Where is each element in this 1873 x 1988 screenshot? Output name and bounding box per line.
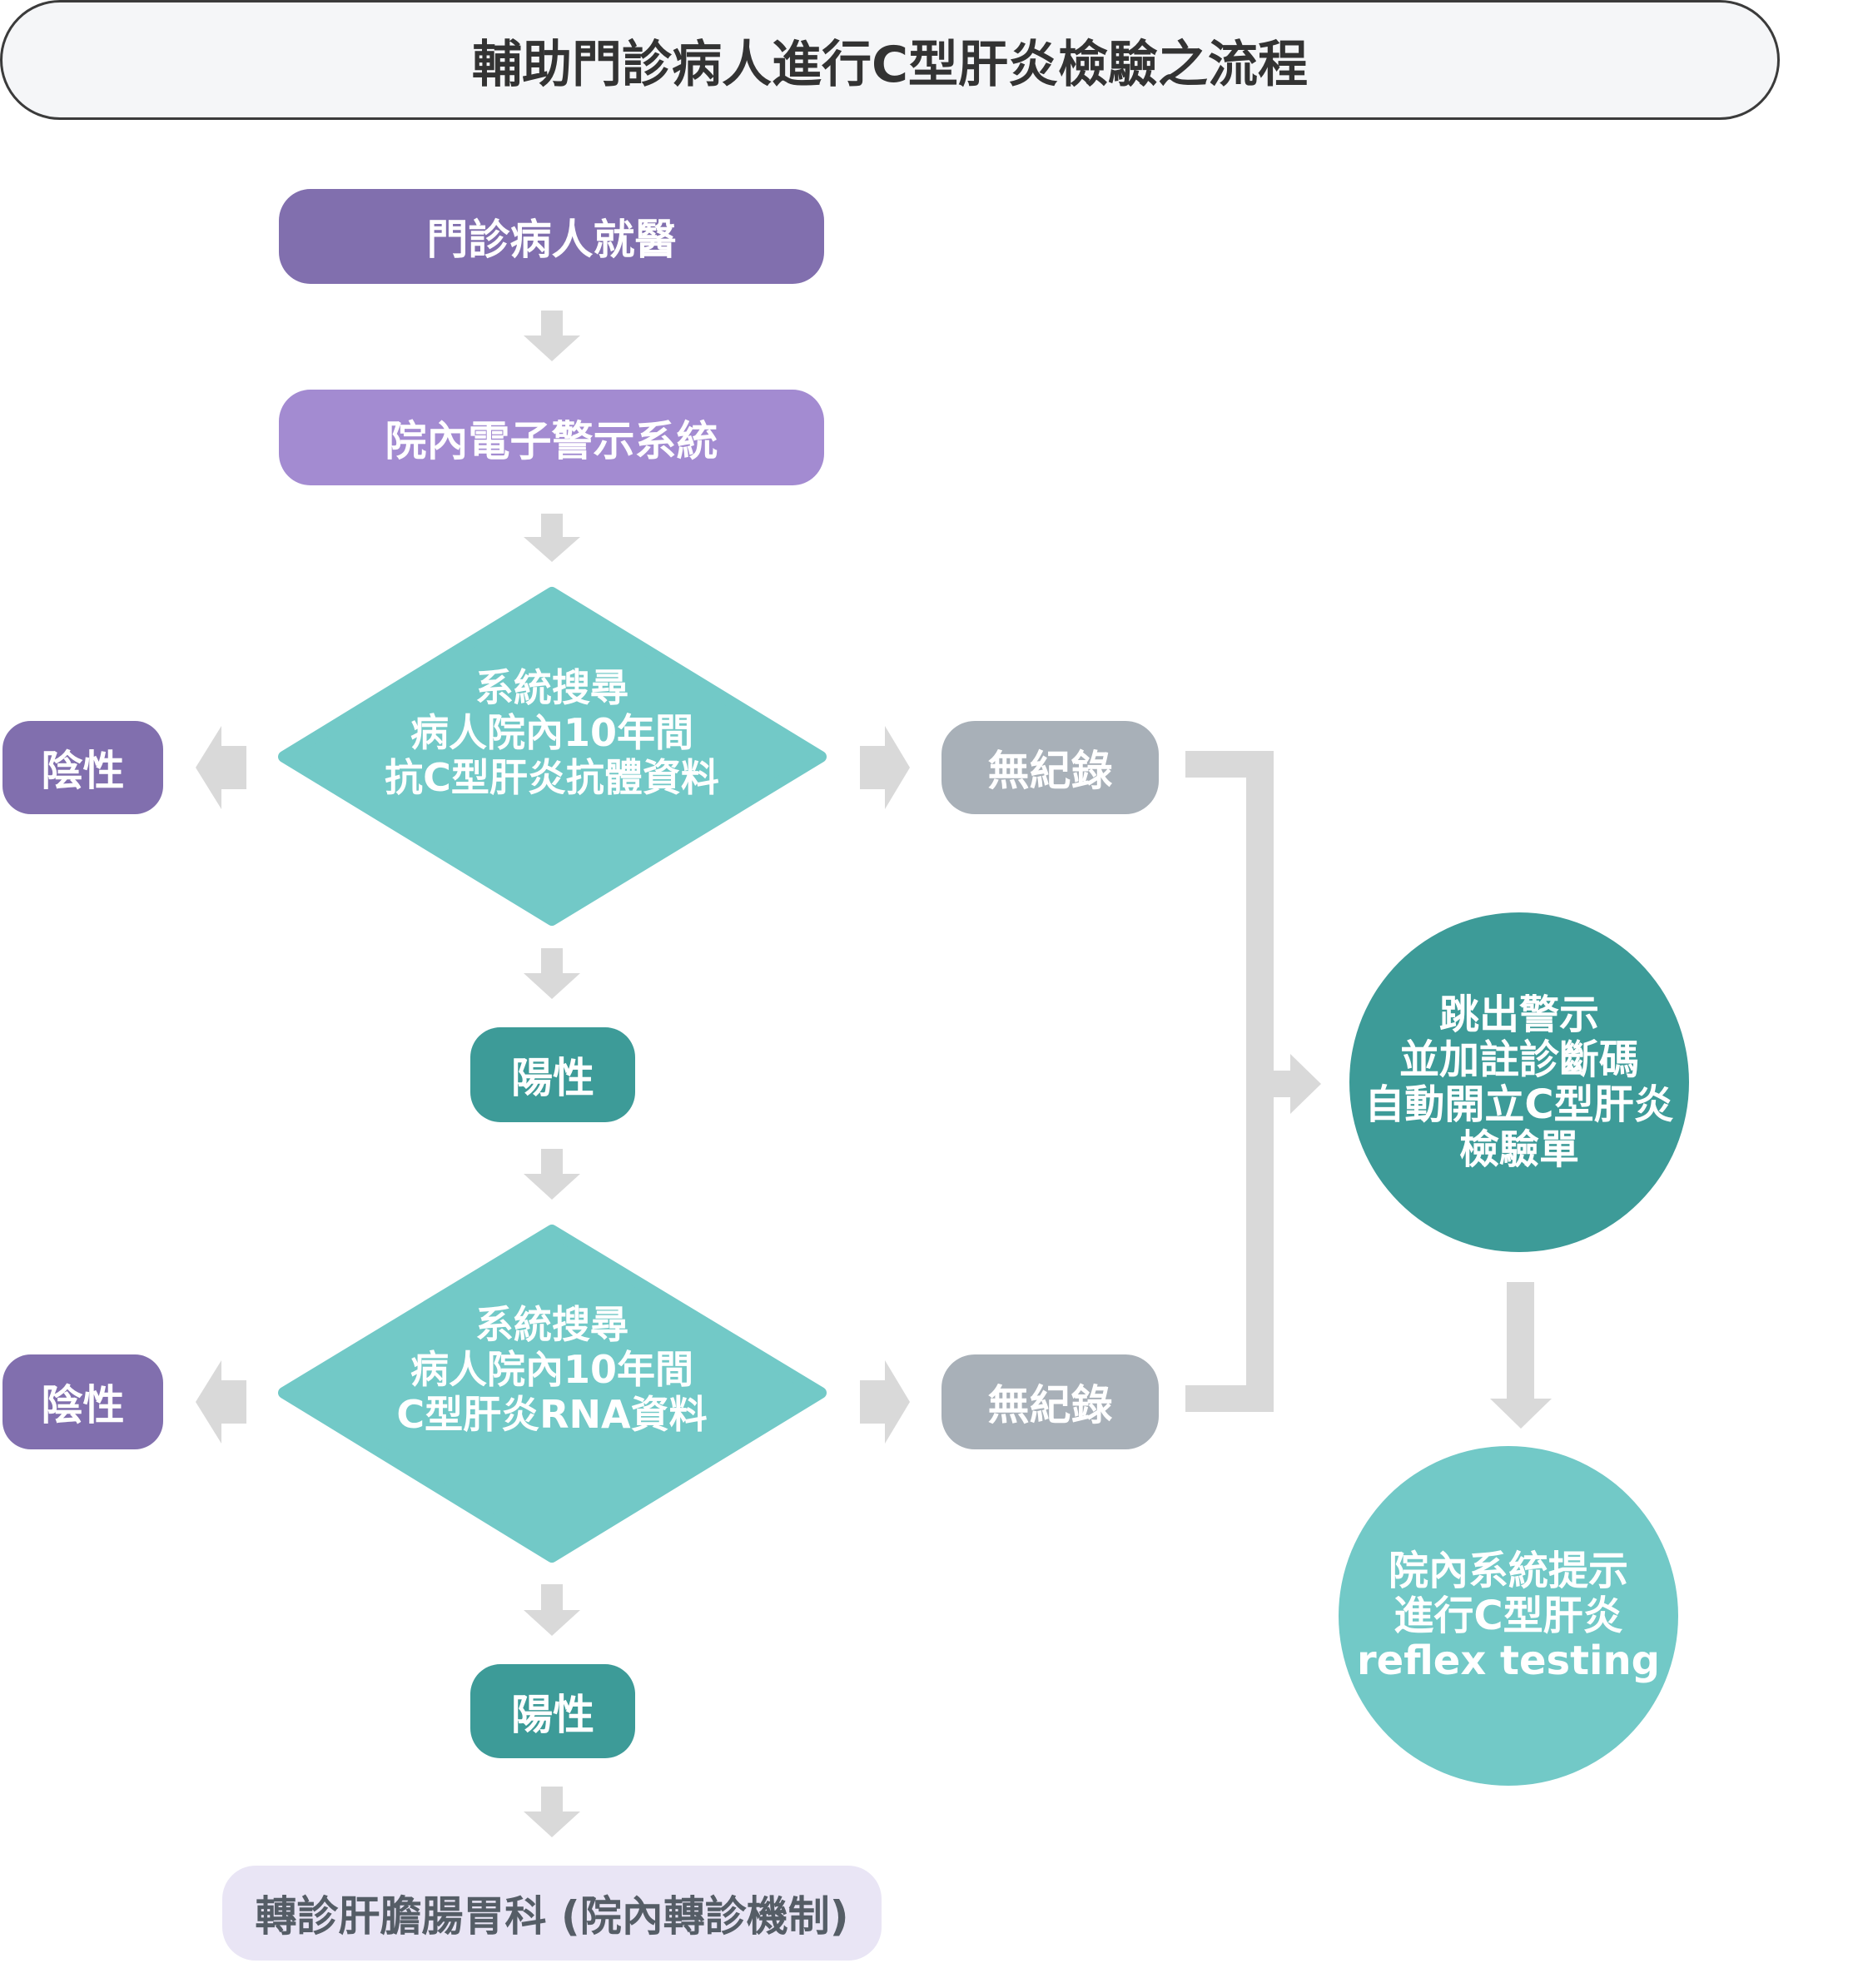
arrow-right-icon	[1274, 1054, 1321, 1114]
arrow-down-icon	[524, 514, 580, 562]
merge-bracket	[1185, 751, 1274, 1412]
decision-diamond-2	[278, 1225, 827, 1563]
alert-circle: 跳出警示 並加註診斷碼 自動開立C型肝炎 檢驗單	[1349, 912, 1689, 1252]
negative-label: 陰性	[41, 1381, 125, 1429]
system-node: 院內電子警示系統	[279, 390, 824, 485]
arrow-down-icon	[1490, 1282, 1552, 1429]
decision-diamond-1	[278, 587, 827, 926]
positive-node-2: 陽性	[470, 1664, 635, 1758]
arrow-down-icon	[524, 1787, 580, 1837]
decision-2-line: C型肝炎RNA資料	[396, 1392, 708, 1437]
arrow-down-icon	[524, 1584, 580, 1636]
start-node-label: 門診病人就醫	[426, 216, 677, 264]
no-record-label: 無紀錄	[987, 747, 1113, 795]
positive-label: 陽性	[511, 1690, 594, 1739]
system-node-label: 院內電子警示系統	[385, 416, 718, 465]
arrow-down-icon	[524, 311, 580, 361]
decision-2-line: 系統搜尋	[475, 1302, 628, 1347]
positive-node-1: 陽性	[470, 1027, 635, 1122]
referral-node: 轉診肝膽腸胃科 (院內轉診機制)	[222, 1866, 882, 1961]
arrow-down-icon	[524, 948, 580, 999]
arrow-right-icon	[860, 1360, 910, 1444]
flowchart-title-text: 輔助門診病人進行C型肝炎檢驗之流程	[471, 35, 1309, 94]
reflex-line: reflex testing	[1356, 1638, 1661, 1684]
arrow-down-icon	[524, 1149, 580, 1200]
alert-line: 並加註診斷碼	[1399, 1036, 1639, 1083]
decision-1-line: 系統搜尋	[475, 665, 628, 710]
negative-node-2: 陰性	[2, 1354, 163, 1449]
reflex-line: 院內系統提示	[1388, 1548, 1628, 1594]
decision-1-text: 系統搜尋 病人院內10年間 抗C型肝炎抗體資料	[333, 658, 771, 808]
negative-node-1: 陰性	[2, 721, 163, 814]
no-record-label: 無紀錄	[987, 1381, 1113, 1429]
decision-1-line: 抗C型肝炎抗體資料	[385, 755, 719, 800]
positive-label: 陽性	[511, 1054, 594, 1102]
arrow-right-icon	[860, 726, 910, 809]
arrow-left-icon	[196, 1360, 246, 1444]
no-record-node-2: 無紀錄	[941, 1354, 1159, 1449]
negative-label: 陰性	[41, 747, 125, 795]
start-node: 門診病人就醫	[279, 189, 824, 284]
decision-1-line: 病人院內10年間	[410, 710, 693, 755]
alert-line: 跳出警示	[1438, 992, 1599, 1038]
alert-line: 檢驗單	[1458, 1126, 1579, 1173]
flowchart-title: 輔助門診病人進行C型肝炎檢驗之流程	[0, 0, 1780, 120]
reflex-circle: 院內系統提示 進行C型肝炎 reflex testing	[1339, 1446, 1678, 1786]
reflex-line: 進行C型肝炎	[1394, 1593, 1623, 1639]
decision-2-text: 系統搜尋 病人院內10年間 C型肝炎RNA資料	[333, 1295, 771, 1444]
alert-line: 自動開立C型肝炎	[1364, 1081, 1674, 1128]
no-record-node-1: 無紀錄	[941, 721, 1159, 814]
arrow-left-icon	[196, 726, 246, 809]
decision-2-line: 病人院內10年間	[410, 1347, 693, 1392]
referral-label: 轉診肝膽腸胃科 (院內轉診機制)	[255, 1892, 849, 1941]
